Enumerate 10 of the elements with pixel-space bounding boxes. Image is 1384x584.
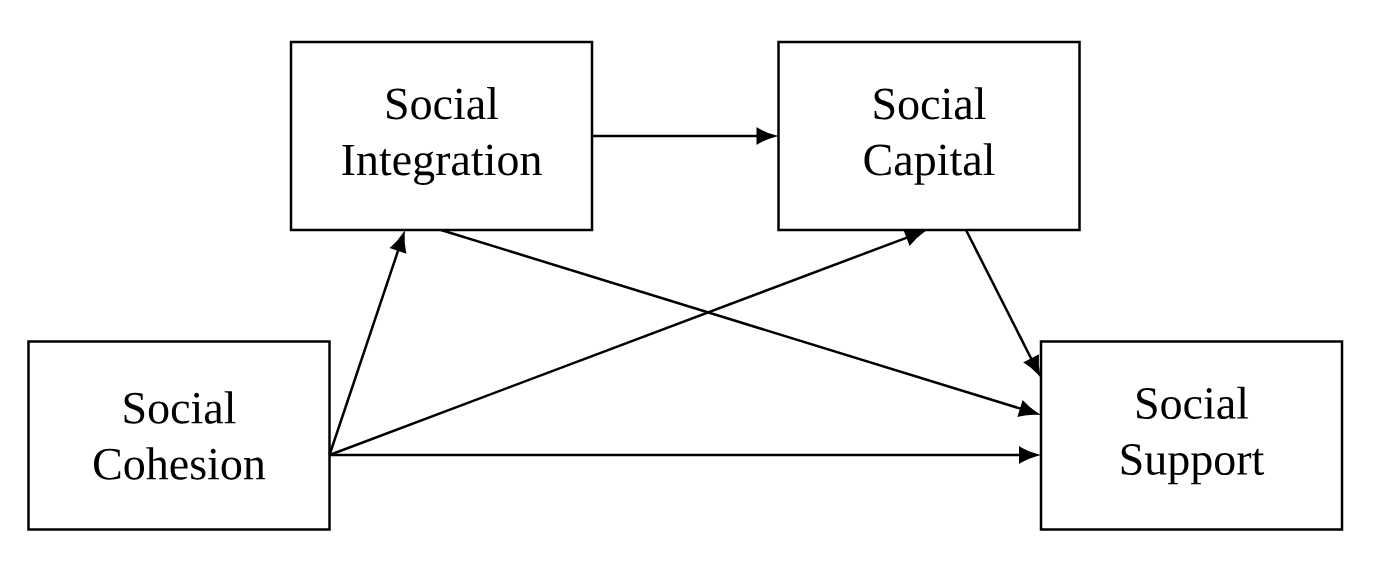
- arrow: [592, 128, 775, 144]
- concept-box: Social Cohesion: [27, 340, 331, 531]
- concept-box: Social Capital: [777, 40, 1081, 232]
- arrow: [440, 228, 1038, 417]
- concept-box: Social Support: [1039, 340, 1344, 531]
- arrow: [329, 447, 1038, 463]
- arrow: [964, 229, 1041, 375]
- concept-box: Social Integration: [289, 40, 594, 232]
- arrow: [329, 229, 924, 457]
- arrow: [328, 233, 407, 456]
